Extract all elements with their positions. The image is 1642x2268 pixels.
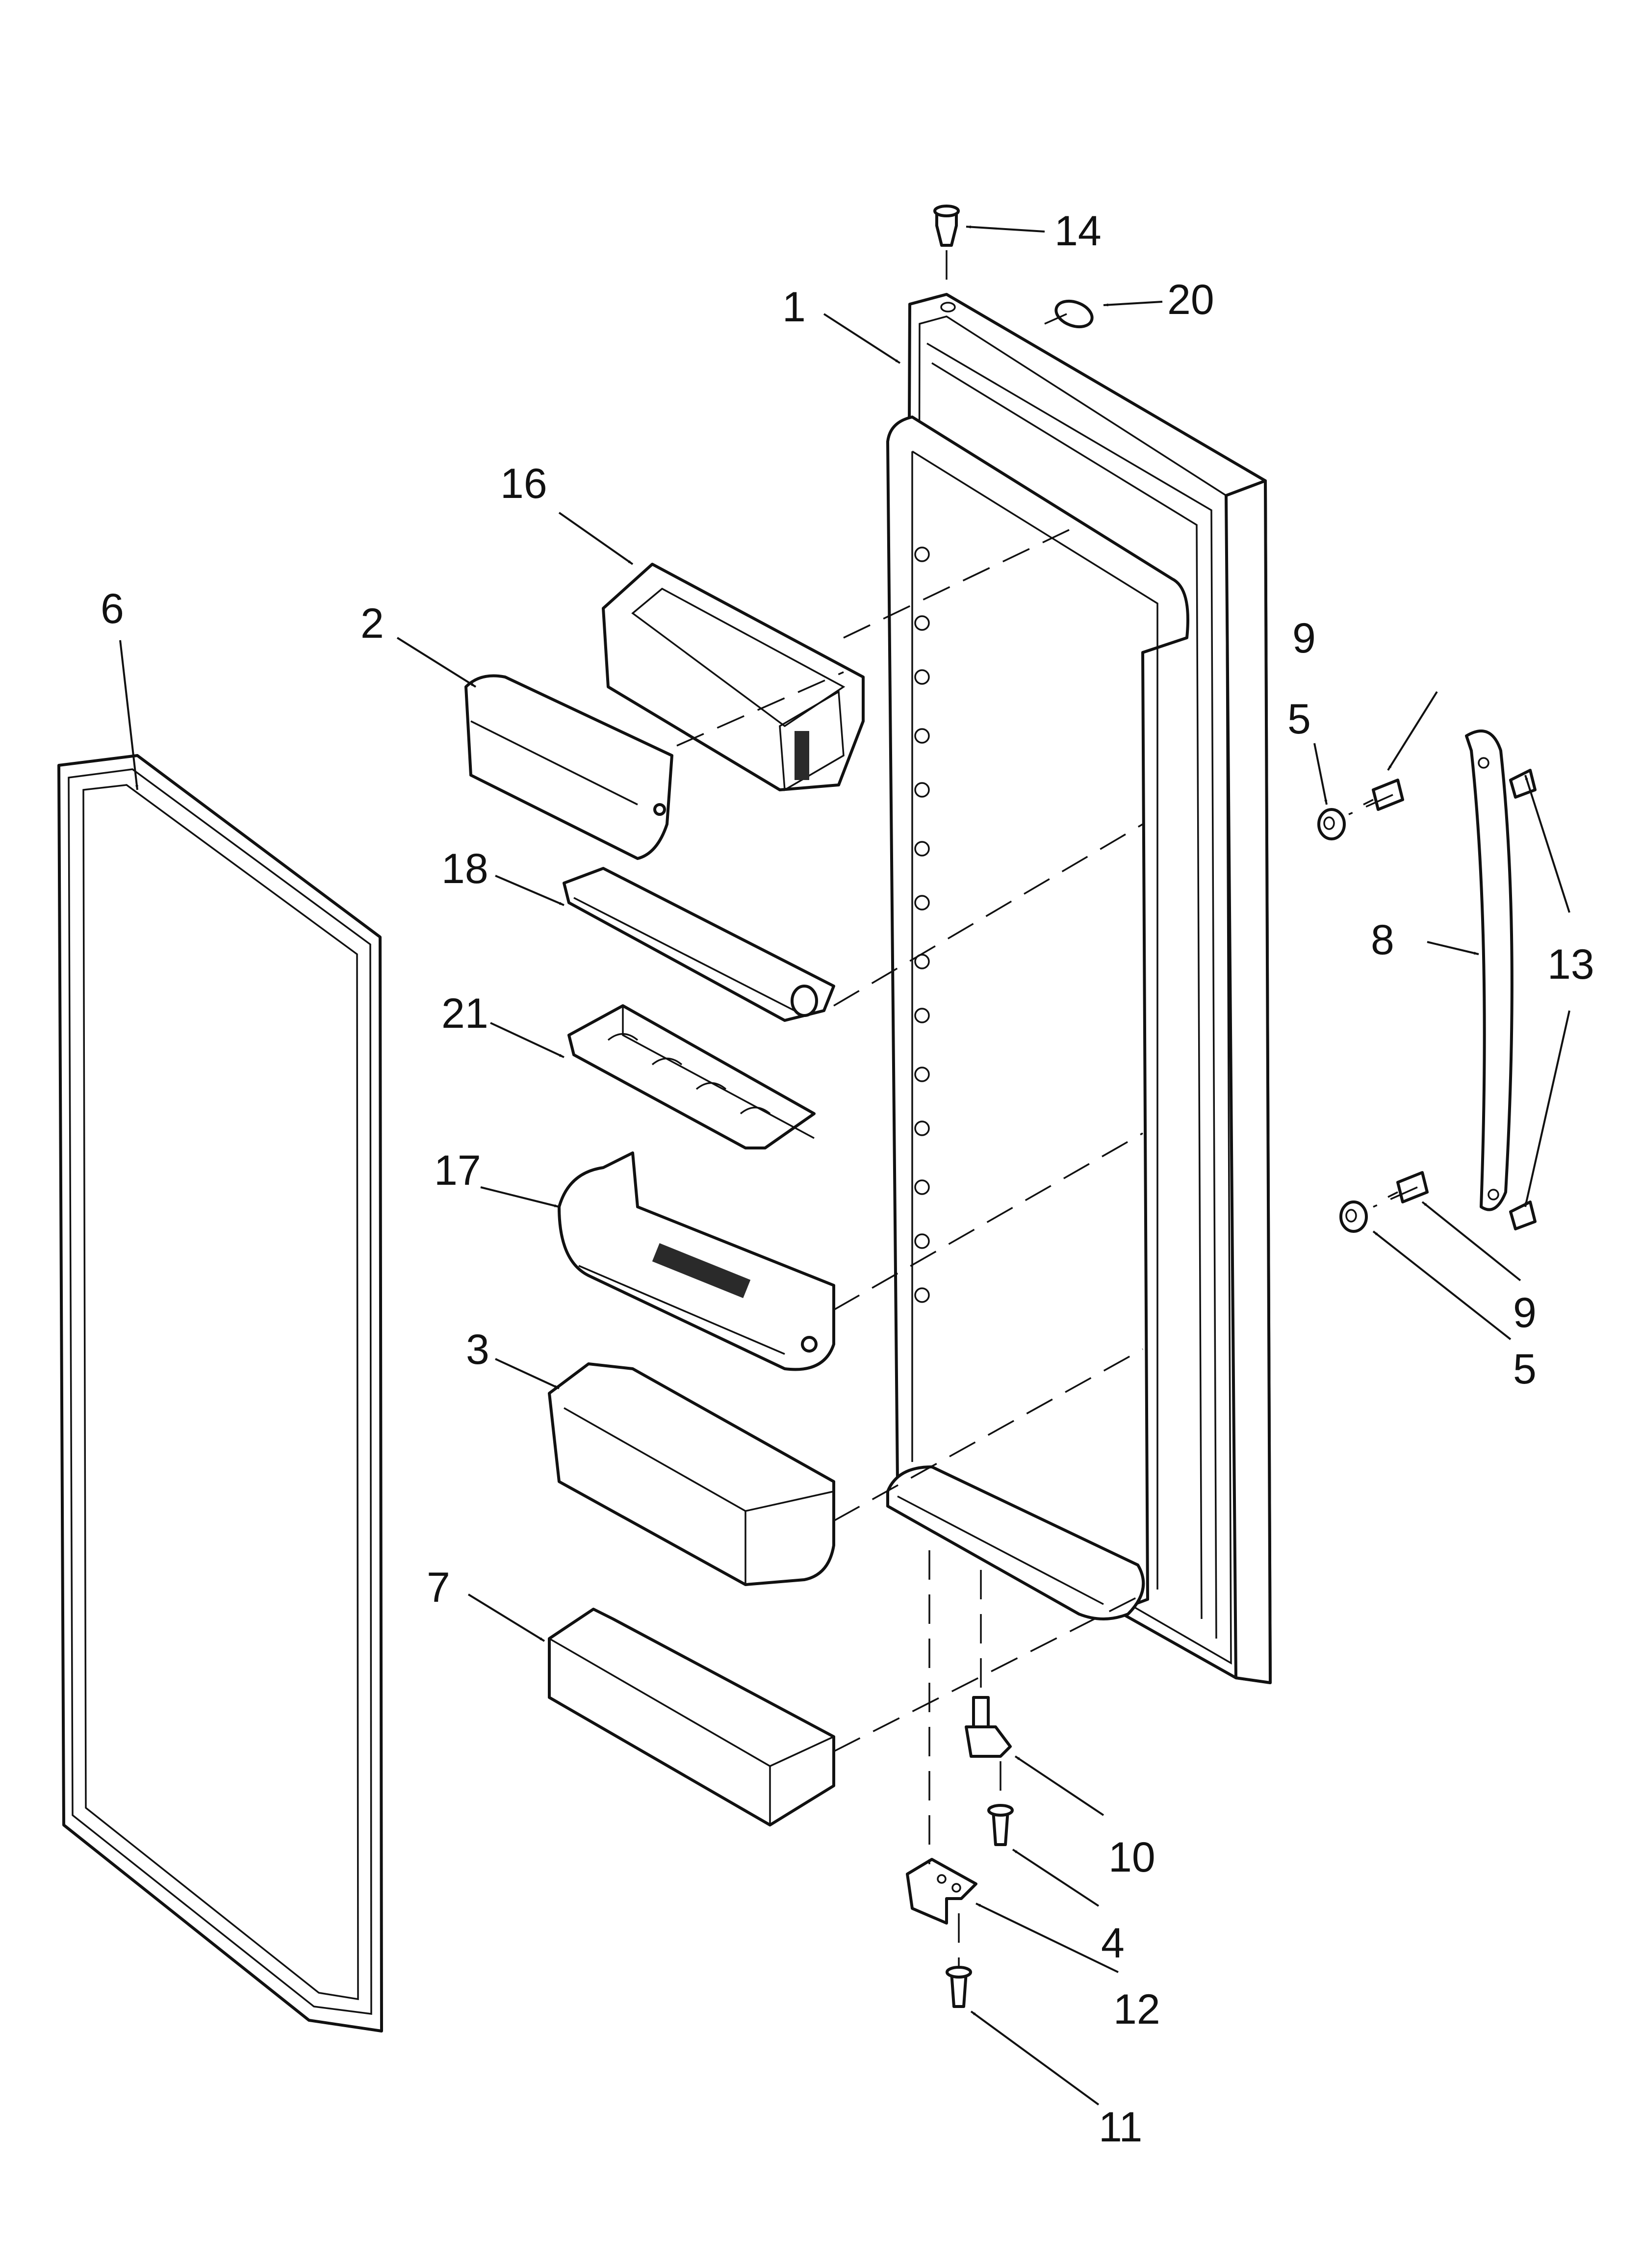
callout-12: 12 xyxy=(1113,1986,1160,2033)
callout-11: 11 xyxy=(1099,2104,1142,2151)
callout-labels: 14 20 1 16 2 6 9 5 18 8 13 21 17 9 3 5 7… xyxy=(101,208,1594,2151)
hinge-pin-part xyxy=(965,1696,1012,1758)
callout-1: 1 xyxy=(782,284,806,331)
callout-9-upper: 9 xyxy=(1292,615,1316,662)
callout-6: 6 xyxy=(101,585,124,632)
callout-14: 14 xyxy=(1054,208,1102,255)
door-gasket-part xyxy=(57,754,383,2033)
callout-4: 4 xyxy=(1101,1920,1125,1967)
bottom-hinge-screw-part xyxy=(946,1966,972,2008)
handle-screws-part xyxy=(1509,769,1537,1230)
door-part xyxy=(886,293,1272,1684)
bottom-hinge-part xyxy=(906,1858,977,1925)
dairy-door-part xyxy=(464,674,673,860)
callout-21: 21 xyxy=(441,990,488,1037)
lower-spacer-part xyxy=(1339,1200,1368,1233)
door-rail-bumps xyxy=(914,547,930,1303)
assembly-lines xyxy=(676,313,1418,1967)
shelf-insert-part xyxy=(567,1004,816,1149)
callout-16: 16 xyxy=(500,460,547,507)
lower-bin-part xyxy=(548,1608,835,1826)
door-bin-part xyxy=(558,1151,835,1371)
callout-3: 3 xyxy=(466,1326,489,1373)
handle-part xyxy=(1465,730,1514,1211)
callout-5-upper: 5 xyxy=(1287,696,1311,743)
callout-13: 13 xyxy=(1547,941,1594,988)
callout-18: 18 xyxy=(441,845,488,892)
callout-17: 17 xyxy=(434,1147,481,1194)
dairy-housing-part xyxy=(602,563,865,791)
hinge-bushing-part xyxy=(933,205,960,294)
upper-spacer-part xyxy=(1317,808,1346,840)
callout-10: 10 xyxy=(1108,1834,1155,1881)
hinge-screw-part xyxy=(987,1804,1014,1846)
callout-2: 2 xyxy=(360,600,384,647)
callout-5-lower: 5 xyxy=(1513,1346,1537,1393)
callout-20: 20 xyxy=(1167,276,1214,323)
shelf-trim-part xyxy=(563,867,835,1022)
callout-7: 7 xyxy=(427,1564,450,1611)
callout-9-lower: 9 xyxy=(1513,1289,1537,1336)
leader-lines xyxy=(119,225,1570,2106)
callout-8: 8 xyxy=(1371,916,1394,964)
plug-part xyxy=(1054,299,1094,329)
small-bin-part xyxy=(548,1362,835,1586)
